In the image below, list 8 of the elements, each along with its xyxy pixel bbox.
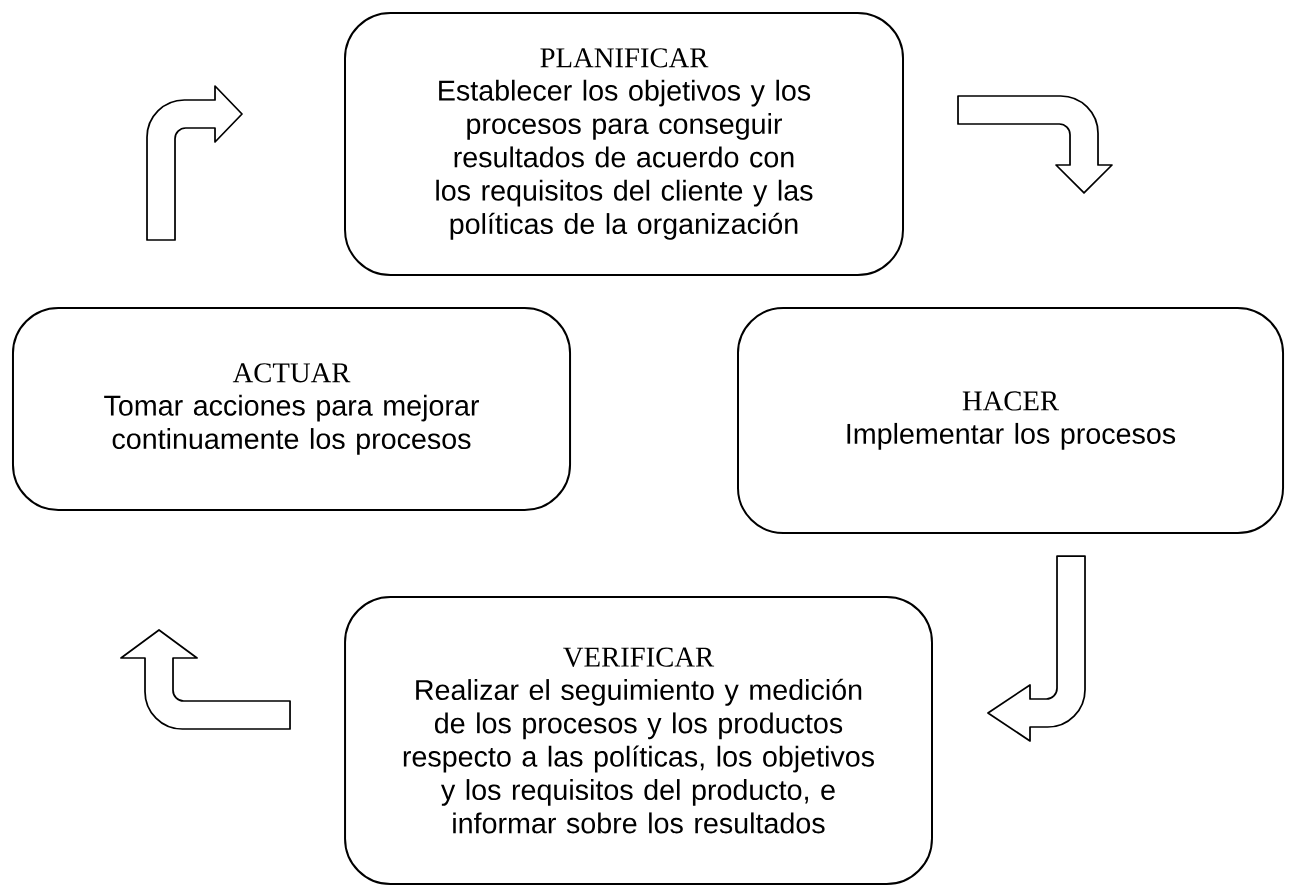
block-arrow <box>146 85 243 241</box>
block-arrow <box>987 555 1086 742</box>
process-box: PLANIFICAR Establecer los objetivos y los procesos para conseguir resultados de acuerdo con los requisitos del cliente y las políticas de la organización <box>344 12 904 276</box>
process-box: ACTUAR Tomar acciones para mejorar continuamente los procesos <box>12 307 572 511</box>
process-box: HACER Implementar los procesos <box>737 306 1285 535</box>
block-arrow <box>120 629 291 730</box>
block-arrow <box>957 95 1113 194</box>
process-box: VERIFICAR Realizar el seguimiento y medición de los procesos y los productos respecto a las políticas, los objetivos y los requisitos del producto, e informar sobre los resultados <box>344 596 933 885</box>
